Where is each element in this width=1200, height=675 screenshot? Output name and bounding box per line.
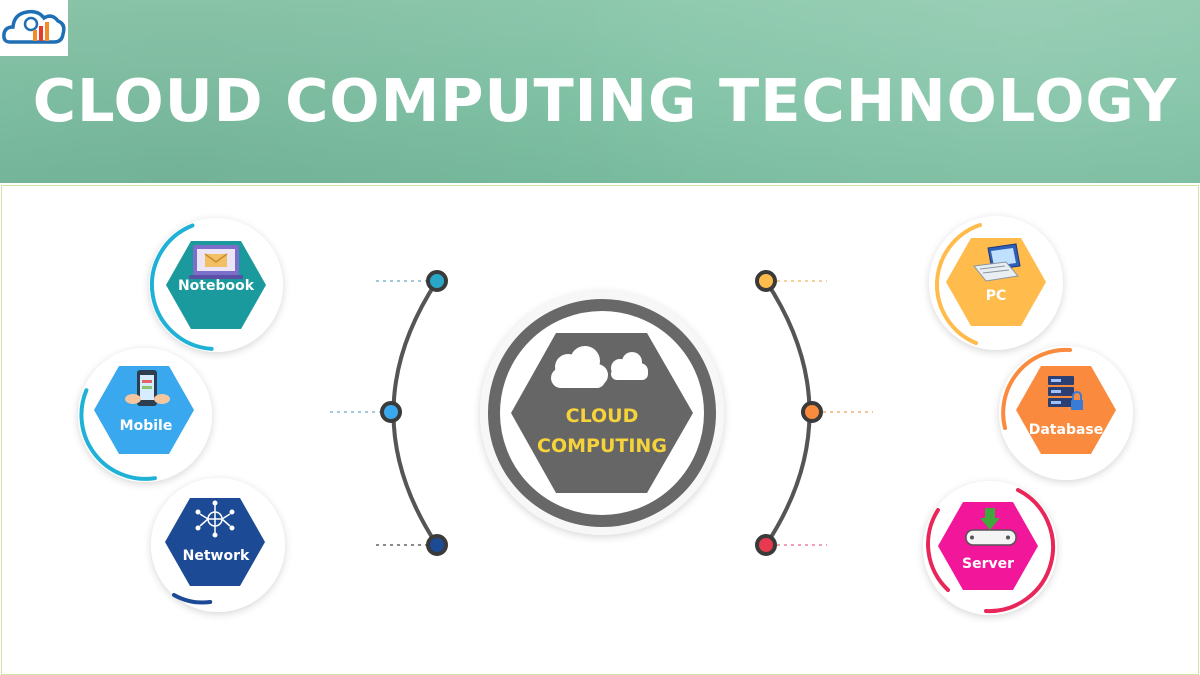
node-arc (935, 223, 982, 345)
page-title: CLOUD COMPUTING TECHNOLOGY (32, 66, 1178, 135)
node-mobile[interactable]: Mobile (78, 348, 212, 482)
header-banner: CLOUD COMPUTING TECHNOLOGY (0, 0, 1200, 183)
node-arc (984, 488, 1056, 614)
node-database[interactable]: Database (999, 346, 1133, 480)
node-label-database: Database (1029, 422, 1104, 438)
node-arc (79, 388, 157, 481)
node-notebook[interactable]: Notebook (149, 218, 283, 352)
node-arc (172, 593, 213, 605)
connector-node-notebook (426, 270, 448, 292)
center-label-line1: CLOUD (566, 405, 639, 427)
left-connector-group (330, 270, 448, 556)
node-network[interactable]: Network (151, 478, 285, 612)
notebook-icon (189, 245, 243, 279)
connector-node-pc (755, 270, 777, 292)
node-hexagon (165, 498, 265, 586)
node-pc[interactable]: PC (929, 216, 1063, 350)
node-arc (1001, 347, 1072, 430)
node-hexagon (166, 241, 266, 329)
node-hexagon (1016, 366, 1116, 454)
server-icon (965, 508, 1017, 546)
cloud-logo-icon (2, 9, 66, 44)
right-connector-group (755, 270, 873, 556)
node-hexagon (938, 502, 1038, 590)
node-label-server: Server (962, 556, 1014, 572)
connector-node-database (801, 401, 823, 423)
cloud-icon (551, 346, 648, 388)
node-hexagon (946, 238, 1046, 326)
connector-node-network (426, 534, 448, 556)
node-arc (150, 223, 214, 351)
node-label-mobile: Mobile (120, 418, 173, 434)
center-hub: CLOUD COMPUTING (480, 291, 724, 535)
node-server[interactable]: Server (923, 481, 1057, 615)
brand-logo[interactable] (0, 0, 68, 56)
pc-icon (973, 243, 1021, 282)
node-label-pc: PC (986, 288, 1007, 304)
network-icon (195, 500, 235, 538)
node-hexagon (94, 366, 194, 454)
mobile-icon (125, 370, 170, 406)
header-texture (0, 0, 1200, 183)
node-arc-left (926, 508, 950, 592)
node-label-notebook: Notebook (178, 278, 255, 294)
connector-node-mobile (380, 401, 402, 423)
database-icon (1048, 376, 1083, 410)
connector-node-server (755, 534, 777, 556)
node-label-network: Network (183, 548, 250, 564)
center-label-line2: COMPUTING (537, 435, 667, 457)
